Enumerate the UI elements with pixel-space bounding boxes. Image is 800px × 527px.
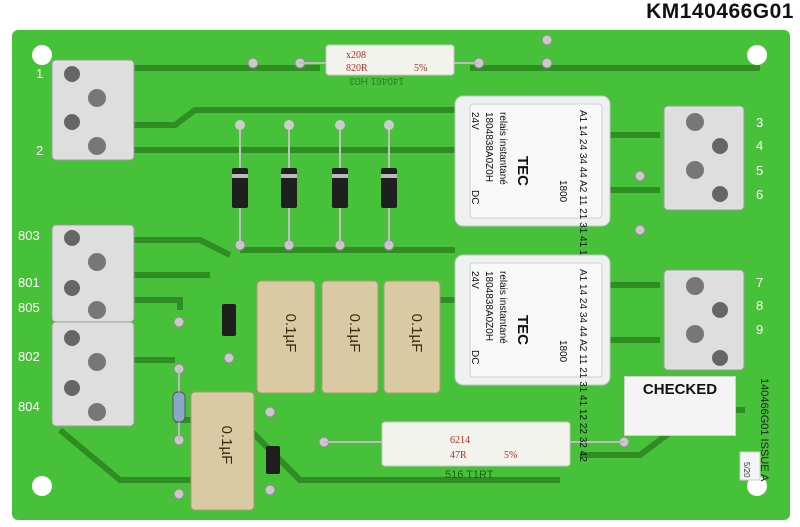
pin-label-8: 8 xyxy=(756,298,764,313)
pin-label-805: 805 xyxy=(18,300,40,315)
pin-label-3: 3 xyxy=(756,115,764,130)
svg-text:A1 14 24 34 44 A2 11 21 31 41: A1 14 24 34 44 A2 11 21 31 41 12 22 32 4… xyxy=(577,110,588,303)
svg-text:24V: 24V xyxy=(469,112,480,130)
svg-text:relais instantané: relais instantané xyxy=(497,112,508,185)
svg-text:0.1µF: 0.1µF xyxy=(282,314,299,353)
svg-text:DC: DC xyxy=(469,190,480,204)
capacitor-4: 0.1µF xyxy=(190,391,255,511)
pin-label-2: 2 xyxy=(36,143,44,158)
svg-text:0.1µF: 0.1µF xyxy=(218,426,235,465)
pin-label-6: 6 xyxy=(756,187,764,202)
resistor-bottom-tol: 5% xyxy=(504,450,517,461)
pin-label-802: 802 xyxy=(18,349,40,364)
terminal-block-right-top xyxy=(663,105,745,211)
terminal-block-left-bottom xyxy=(51,321,135,427)
capacitor-3: 0.1µF xyxy=(383,280,441,394)
pin-label-7: 7 xyxy=(756,275,764,290)
diode-bands xyxy=(232,174,397,178)
pin-label-801: 801 xyxy=(18,275,40,290)
capacitor-2: 0.1µF xyxy=(321,280,379,394)
terminal-block-left-mid xyxy=(51,224,135,323)
pin-label-5: 5 xyxy=(756,163,764,178)
sticker xyxy=(739,451,761,481)
board-part-number: KM140466G01 xyxy=(646,0,794,23)
solder-pads xyxy=(173,34,646,500)
svg-text:0.1µF: 0.1µF xyxy=(408,314,425,353)
resistor-bottom-line1: 6214 xyxy=(450,435,470,446)
svg-text:1804838A0Z0H: 1804838A0Z0H xyxy=(483,271,494,341)
board-bottom-mark: 516 T1RT xyxy=(445,469,494,481)
mounting-holes xyxy=(32,45,767,496)
resistor-bottom-line2: 47R xyxy=(450,450,467,461)
pin-label-4: 4 xyxy=(756,138,764,153)
svg-text:0.1µF: 0.1µF xyxy=(346,314,363,353)
svg-text:1800: 1800 xyxy=(557,340,568,363)
checked-label: CHECKED xyxy=(624,376,736,436)
resistor-bottom: 6214 47R 5% xyxy=(324,421,624,467)
board-issue-mark: 140466G01 ISSUE A xyxy=(758,378,770,482)
svg-text:TEC: TEC xyxy=(514,315,531,345)
board-top-mark: 140461 H03 xyxy=(349,75,404,86)
svg-text:24V: 24V xyxy=(469,271,480,289)
relay-2: TEC 1800 1804838A0Z0H relais instantané … xyxy=(454,254,611,462)
pin-label-9: 9 xyxy=(756,322,764,337)
relay-1: TEC 1800 1804838A0Z0H relais instantané … xyxy=(454,95,611,303)
capacitor-1: 0.1µF xyxy=(256,280,316,394)
sticker-text: 5/20 xyxy=(742,462,751,478)
svg-text:1800: 1800 xyxy=(557,180,568,203)
resistor-top: x208 820R 5% xyxy=(300,44,479,76)
resistor-top-tol: 5% xyxy=(414,63,427,74)
svg-text:1804838A0Z0H: 1804838A0Z0H xyxy=(483,112,494,182)
pin-label-804: 804 xyxy=(18,399,40,414)
terminal-block-left-top xyxy=(51,59,135,161)
resistor-top-line1: x208 xyxy=(346,50,366,61)
terminal-block-right-bottom xyxy=(663,269,745,371)
svg-text:TEC: TEC xyxy=(514,156,531,186)
svg-text:A1 14 24 34 44 A2 11 21 31 41: A1 14 24 34 44 A2 11 21 31 41 12 22 32 4… xyxy=(577,269,588,462)
pin-label-1: 1 xyxy=(36,66,44,81)
pin-label-803: 803 xyxy=(18,228,40,243)
svg-text:relais instantané: relais instantané xyxy=(497,271,508,344)
resistor-top-line2: 820R xyxy=(346,63,368,74)
svg-text:DC: DC xyxy=(469,350,480,364)
small-resistor xyxy=(172,391,186,423)
